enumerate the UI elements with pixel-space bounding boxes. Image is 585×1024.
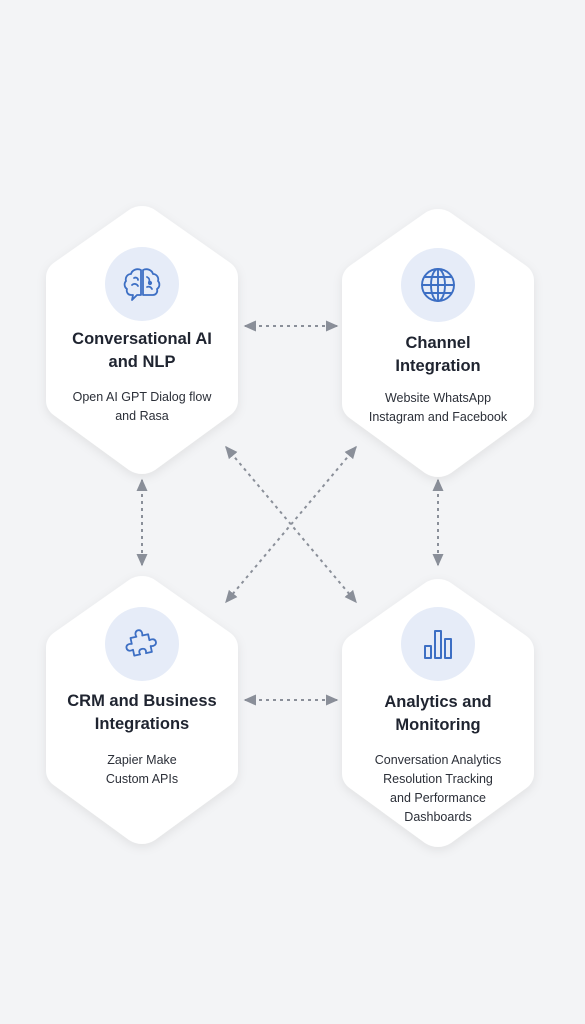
node-conversational-ai: Conversational AI and NLP Open AI GPT Di… [42, 200, 242, 480]
hexagon-card [342, 579, 534, 847]
brain-icon [123, 268, 161, 301]
node-analytics-monitoring: Analytics and Monitoring Conversation An… [338, 573, 538, 853]
node-title: CRM and Business Integrations [67, 692, 217, 733]
icon-badge [105, 607, 179, 681]
node-title: Analytics and Monitoring [384, 693, 492, 734]
connector-diagonal-up [225, 445, 357, 604]
node-description: Conversation Analytics Resolution Tracki… [374, 753, 502, 824]
node-channel-integration: Channel Integration Website WhatsApp Ins… [338, 203, 538, 483]
icon-badge [401, 248, 475, 322]
node-description: Zapier Make Custom APIs [105, 753, 179, 786]
globe-icon [421, 268, 455, 302]
puzzle-icon [125, 629, 157, 657]
node-description: Website WhatsApp Instagram and Facebook [368, 391, 508, 424]
icon-badge [401, 607, 475, 681]
node-description: Open AI GPT Dialog flow and Rasa [72, 390, 212, 423]
node-title: Channel Integration [395, 334, 481, 375]
hexagon-card [342, 209, 534, 477]
bar-chart-icon [424, 630, 452, 659]
icon-badge [105, 247, 179, 321]
hexagon-card [46, 206, 238, 474]
connector-diagonal-down [225, 445, 357, 604]
node-crm-integrations: CRM and Business Integrations Zapier Mak… [42, 570, 242, 850]
hexagon-card [46, 576, 238, 844]
node-title: Conversational AI and NLP [72, 330, 212, 371]
